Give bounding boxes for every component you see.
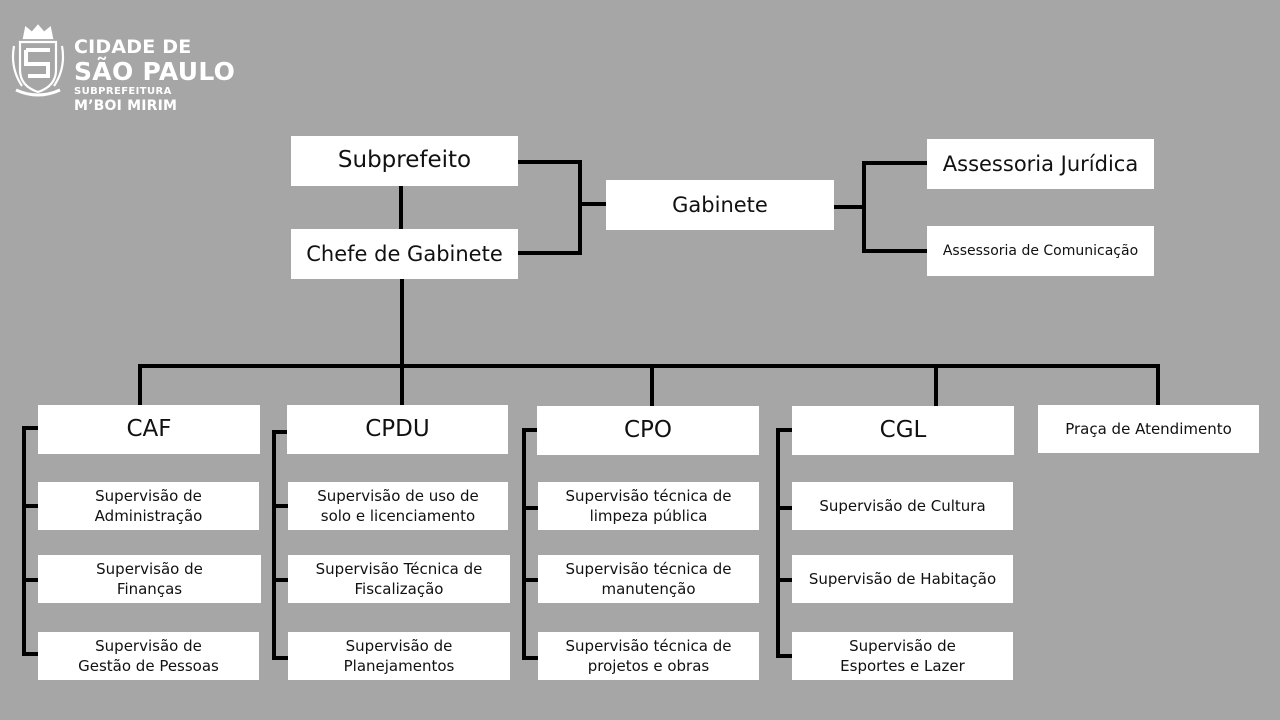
sao-paulo-coat-of-arms-icon: [11, 24, 65, 97]
node-praca-de-atendimento: Praça de Atendimento: [1038, 405, 1259, 453]
node-caf-supervisao-2: Supervisão de Finanças: [38, 555, 261, 603]
node-cgl-supervisao-2: Supervisão de Habitação: [792, 555, 1013, 603]
line: Finanças: [116, 580, 183, 598]
logo-line-mboi-mirim: M’BOI MIRIM: [74, 98, 178, 114]
line: solo e licenciamento: [320, 507, 476, 525]
node-cpo: CPO: [537, 406, 759, 455]
node-cgl: CGL: [792, 406, 1014, 455]
line: manutenção: [601, 580, 696, 598]
node-cpo-supervisao-3: Supervisão técnica de projetos e obras: [538, 632, 759, 680]
node-cgl-supervisao-3: Supervisão de Esportes e Lazer: [792, 632, 1013, 680]
line: Supervisão técnica de: [565, 559, 732, 578]
node-gabinete: Gabinete: [606, 180, 834, 230]
line: limpeza pública: [589, 507, 708, 525]
node-cpdu-supervisao-3: Supervisão de Planejamentos: [288, 632, 510, 680]
node-cpdu-supervisao-2: Supervisão Técnica de Fiscalização: [288, 555, 510, 603]
line: Supervisão de: [345, 636, 453, 655]
node-caf-supervisao-1: Supervisão de Administração: [38, 482, 259, 530]
line: Supervisão de: [96, 559, 203, 578]
line: Supervisão de Cultura: [819, 496, 986, 515]
line: Fiscalização: [354, 580, 444, 598]
line: Supervisão de: [849, 636, 956, 655]
line: Esportes e Lazer: [840, 657, 965, 675]
line: Supervisão de uso de: [317, 486, 479, 505]
node-cpo-supervisao-1: Supervisão técnica de limpeza pública: [538, 482, 759, 530]
line: Supervisão de: [95, 636, 202, 655]
line: Supervisão técnica de: [565, 636, 732, 655]
node-cpdu-supervisao-1: Supervisão de uso de solo e licenciamento: [288, 482, 508, 530]
line: Supervisão de: [95, 486, 202, 505]
node-assessoria-comunicacao: Assessoria de Comunicação: [927, 226, 1154, 276]
node-caf-supervisao-3: Supervisão de Gestão de Pessoas: [38, 632, 259, 680]
connector-top-to-gabinete: [516, 160, 582, 255]
node-cpo-supervisao-2: Supervisão técnica de manutenção: [538, 555, 759, 603]
node-caf: CAF: [38, 405, 260, 454]
logo-line-sao-paulo: SÃO PAULO: [74, 57, 236, 86]
node-assessoria-juridica: Assessoria Jurídica: [927, 139, 1154, 189]
line: Supervisão de Habitação: [808, 569, 997, 588]
line: Planejamentos: [343, 657, 455, 675]
subprefeitura-logo: CIDADE DE SÃO PAULO SUBPREFEITURA M’BOI …: [10, 24, 250, 120]
connector-assessorias-bracket: [862, 161, 928, 253]
line: Supervisão técnica de: [565, 486, 732, 505]
line: Gestão de Pessoas: [78, 657, 219, 675]
line: Administração: [94, 507, 203, 525]
line: projetos e obras: [587, 657, 710, 675]
node-chefe-de-gabinete: Chefe de Gabinete: [291, 229, 518, 279]
node-cpdu: CPDU: [287, 405, 508, 454]
node-subprefeito: Subprefeito: [291, 136, 518, 186]
logo-line-cidade-de: CIDADE DE: [74, 36, 192, 58]
line: Supervisão Técnica de: [315, 559, 483, 578]
node-cgl-supervisao-1: Supervisão de Cultura: [792, 482, 1013, 530]
logo-line-subprefeitura: SUBPREFEITURA: [74, 86, 172, 97]
